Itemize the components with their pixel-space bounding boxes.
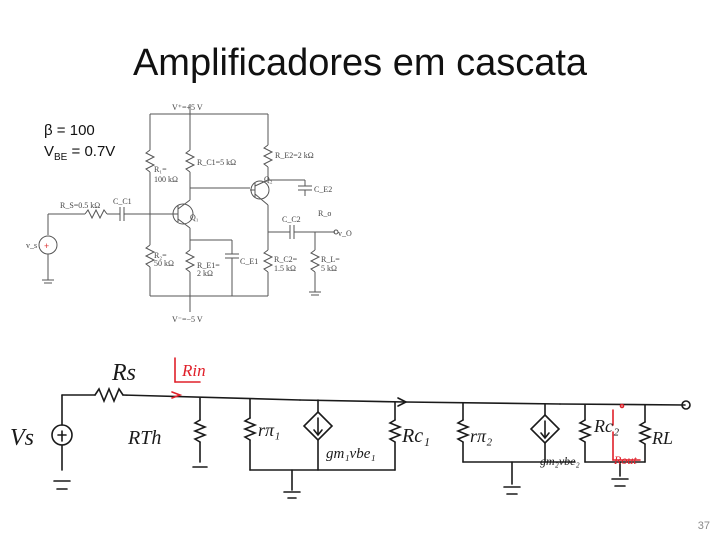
hand-label-rpi1: rπ₁: [258, 420, 280, 440]
hand-label-gm2: gm₂vbe₂: [540, 454, 580, 468]
label-ro: R_o: [318, 209, 331, 218]
label-r1-value: 100 kΩ: [154, 175, 178, 184]
label-r1: R₁=: [154, 165, 167, 174]
vbe-value: VBE = 0.7V: [44, 143, 115, 163]
label-rc2: R_C2=: [274, 255, 298, 264]
page-number: 37: [697, 520, 710, 532]
label-ce2: C_E2: [314, 185, 332, 194]
label-r2-value: 50 kΩ: [154, 259, 174, 268]
hand-label-gm1: gm₁vbe₁: [326, 446, 376, 462]
label-vs-source: v_s: [26, 241, 37, 250]
source-plus-sign: +: [44, 241, 49, 251]
label-rc1: R_C1=5 kΩ: [197, 158, 236, 167]
vbe-rest: = 0.7V: [67, 143, 116, 160]
hand-label-rs: Rs: [111, 360, 136, 386]
hand-label-rc1: Rc₁: [401, 425, 430, 447]
label-re1-value: 2 kΩ: [197, 269, 213, 278]
hand-label-rth: RTh: [127, 427, 161, 449]
hand-label-vs: Vs: [10, 425, 34, 451]
slide-title: Amplificadores em cascata: [132, 42, 588, 84]
label-rc2-value: 1.5 kΩ: [274, 264, 296, 273]
label-q1: Q₁: [190, 213, 199, 222]
label-rs: R_S=0.5 kΩ: [60, 201, 100, 210]
vbe-prefix: V: [44, 143, 55, 160]
label-cc1: C_C1: [113, 197, 132, 206]
label-vminus: V⁻=−5 V: [172, 315, 203, 324]
label-cc2: C_C2: [282, 215, 301, 224]
label-q2: Q₂: [264, 175, 273, 184]
beta-value: β = 100: [44, 122, 95, 139]
label-re1: R_E1=: [197, 261, 220, 270]
label-re2: R_E2=2 kΩ: [275, 151, 314, 160]
label-vplus: V⁺=+5 V: [172, 103, 203, 112]
hand-label-rl: RL: [651, 428, 673, 448]
hand-label-rout: Rout: [613, 453, 637, 467]
label-vo: v_O: [338, 229, 352, 238]
label-rl: R_L=: [321, 255, 340, 264]
label-rl-value: 5 kΩ: [321, 264, 337, 273]
hand-label-rin: Rin: [181, 361, 206, 380]
vbe-subscript: BE: [54, 152, 68, 163]
hand-label-rc2: Rc₂: [593, 416, 619, 436]
hand-label-rpi2: rπ₂: [470, 426, 492, 446]
label-r2: R₂=: [154, 251, 167, 260]
label-ce1: C_E1: [240, 257, 258, 266]
